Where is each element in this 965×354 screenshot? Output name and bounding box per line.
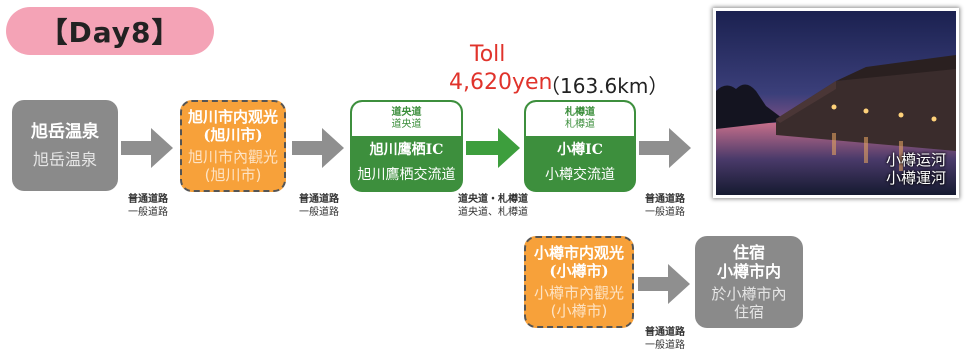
- toll-label: Toll: [470, 42, 506, 67]
- road-label-1: 普通道路 一般道路: [128, 194, 168, 218]
- route-arrow-4: [639, 128, 691, 168]
- node-asahikawa-takasu-ic: 道央道 道央道 旭川鹰栖IC 旭川鷹栖交流道: [350, 100, 463, 192]
- road-label-5: 普通道路 一般道路: [645, 327, 685, 351]
- photo-caption: 小樽运河 小樽運河: [885, 151, 946, 187]
- road-label-4: 普通道路 一般道路: [645, 194, 685, 218]
- expressway-name: 道央道 道央道: [352, 102, 461, 136]
- node-lodging: 住宿 小樽市内 於小樽市內 住宿: [695, 236, 803, 328]
- route-arrow-1: [121, 128, 173, 168]
- road-label-2: 普通道路 一般道路: [299, 194, 339, 218]
- node-otaru-sightseeing: 小樽市内观光 (小樽市) 小樽市內觀光 (小樽市): [524, 236, 634, 328]
- node-asahikawa-sightseeing: 旭川市内观光 (旭川市) 旭川市內觀光 (旭川市): [180, 100, 286, 192]
- toll-amount: 4,620yen: [449, 70, 553, 95]
- node-label-traditional: 旭岳温泉: [32, 150, 97, 170]
- canal-scene-image: [716, 11, 956, 195]
- route-arrow-expressway: [466, 128, 520, 168]
- node-asahidake-onsen: 旭岳温泉 旭岳温泉: [12, 100, 118, 191]
- road-label-expressway: 道央道・札樽道 道央道、札樽道: [458, 194, 528, 218]
- node-otaru-ic: 札樽道 札樽道 小樽IC 小樽交流道: [524, 100, 636, 192]
- route-arrow-5: [638, 264, 690, 304]
- day-label: 【Day8】: [6, 7, 214, 55]
- node-label-simplified: 旭岳温泉: [31, 121, 99, 142]
- expressway-name: 札樽道 札樽道: [526, 102, 634, 136]
- otaru-canal-photo: 小樽运河 小樽運河: [713, 8, 959, 198]
- toll-distance: （163.6km）: [540, 74, 669, 98]
- route-arrow-2: [292, 128, 344, 168]
